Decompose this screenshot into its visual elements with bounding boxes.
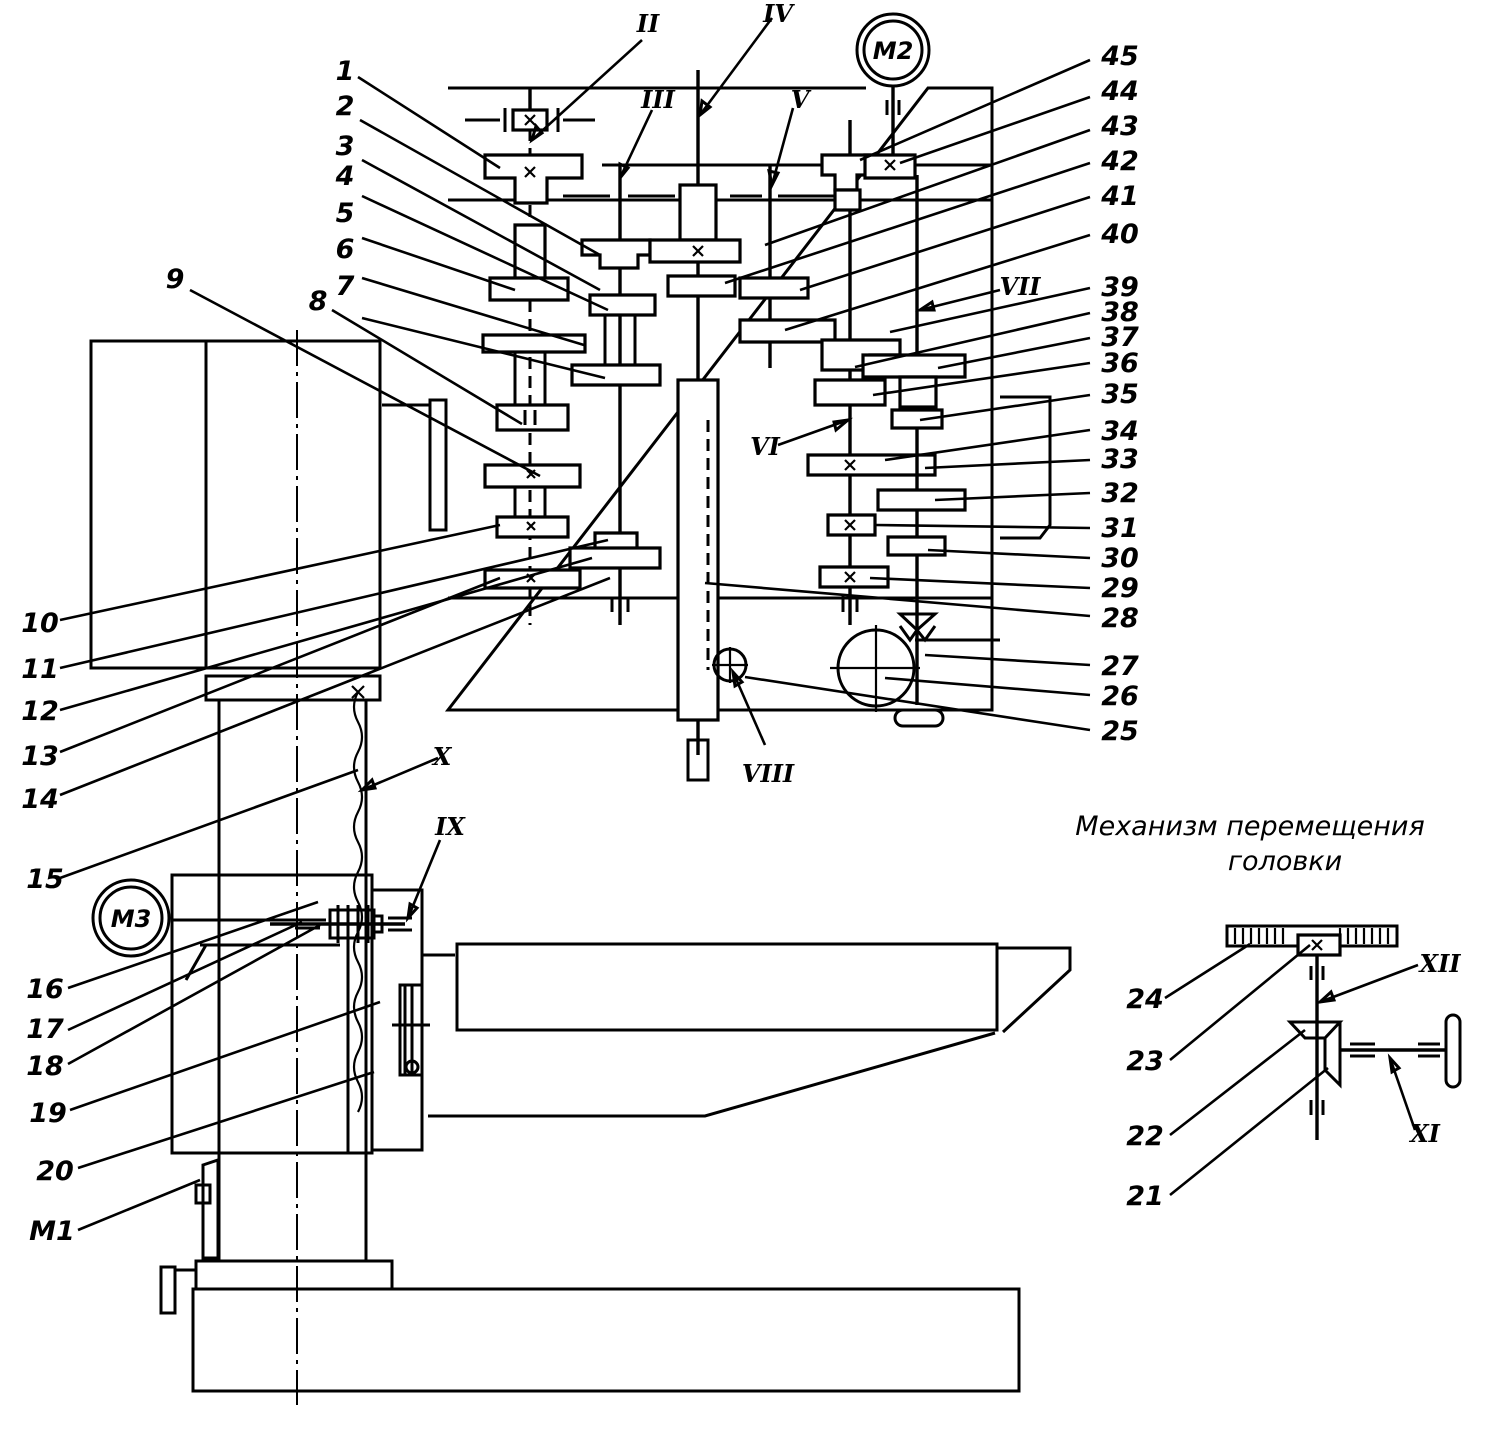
shaft-pointers xyxy=(357,17,1419,1131)
label-16: 16 xyxy=(26,974,64,1005)
label-9: 9 xyxy=(166,264,185,295)
leaders-right xyxy=(704,58,1091,732)
leaders-left-top xyxy=(189,75,609,478)
label-45: 45 xyxy=(1100,41,1139,72)
shaft-label-xi: XI xyxy=(1408,1119,1441,1148)
label-3: 3 xyxy=(336,131,355,162)
label-19: 19 xyxy=(29,1098,67,1129)
spindle-iv xyxy=(648,70,748,782)
head-traverse-mechanism xyxy=(1225,924,1462,1140)
label-24: 24 xyxy=(1126,984,1164,1015)
label-25: 25 xyxy=(1101,716,1139,747)
label-30: 30 xyxy=(1101,543,1139,574)
motor-m3-label: M3 xyxy=(111,905,152,933)
pulley-19-20 xyxy=(392,983,430,1077)
label-31: 31 xyxy=(1101,513,1139,544)
label-40: 40 xyxy=(1100,219,1139,250)
label-23: 23 xyxy=(1126,1046,1164,1077)
shaft-label-vi: VI xyxy=(750,432,781,461)
shaft-label-v: V xyxy=(791,85,812,114)
label-4: 4 xyxy=(335,161,355,192)
label-15: 15 xyxy=(26,864,64,895)
shaft-label-iv: IV xyxy=(762,0,795,28)
label-11: 11 xyxy=(21,654,59,685)
shaft-vii-train xyxy=(830,153,967,728)
label-28: 28 xyxy=(1101,603,1139,634)
shaft-label-xii: XII xyxy=(1417,949,1461,978)
label-18: 18 xyxy=(26,1051,64,1082)
label-13: 13 xyxy=(21,741,59,772)
label-12: 12 xyxy=(21,696,59,727)
shaft-label-ix: IX xyxy=(434,812,466,841)
caption-line-2: головки xyxy=(1228,846,1342,877)
shaft-iii-train xyxy=(563,165,675,625)
column-top-housing xyxy=(89,339,448,670)
shaft-label-ii: II xyxy=(636,9,660,38)
machine-base xyxy=(159,1259,1021,1393)
label-2: 2 xyxy=(336,91,355,122)
arm xyxy=(422,942,1072,1118)
caption-line-1: Механизм перемещения xyxy=(1075,811,1424,842)
label-5: 5 xyxy=(336,198,355,229)
label-37: 37 xyxy=(1101,322,1139,353)
shaft-vi-train xyxy=(806,120,937,625)
label-42: 42 xyxy=(1100,146,1139,177)
leaders-left-bottom xyxy=(67,900,381,1232)
m1-clamp xyxy=(194,1157,220,1260)
label-27: 27 xyxy=(1101,651,1139,682)
shaft-v-train xyxy=(730,165,838,368)
label-6: 6 xyxy=(336,234,355,265)
label-17: 17 xyxy=(26,1014,64,1045)
shaft-label-viii: VIII xyxy=(742,759,795,788)
label-14: 14 xyxy=(21,784,59,815)
lead-screw-x xyxy=(351,685,365,1113)
label-32: 32 xyxy=(1101,478,1139,509)
label-39: 39 xyxy=(1101,272,1139,303)
label-41: 41 xyxy=(1100,181,1139,212)
label-8: 8 xyxy=(309,286,328,317)
label-m1: M1 xyxy=(29,1216,75,1247)
label-38: 38 xyxy=(1101,297,1139,328)
leaders-left-mid xyxy=(59,523,611,880)
label-29: 29 xyxy=(1101,573,1139,604)
shaft-label-iii: III xyxy=(640,85,675,114)
shaft-label-vii: VII xyxy=(999,272,1041,301)
label-21: 21 xyxy=(1126,1181,1164,1212)
label-34: 34 xyxy=(1101,416,1139,447)
motor-m3: M3 xyxy=(91,878,171,958)
label-43: 43 xyxy=(1100,111,1139,142)
label-26: 26 xyxy=(1101,681,1139,712)
shaft-label-x: X xyxy=(431,742,453,771)
column xyxy=(204,330,382,1405)
label-44: 44 xyxy=(1100,76,1139,107)
label-33: 33 xyxy=(1101,444,1139,475)
motor-m2: M2 xyxy=(855,12,931,155)
leaders-inset xyxy=(1164,942,1329,1197)
label-20: 20 xyxy=(36,1156,74,1187)
label-7: 7 xyxy=(336,271,355,302)
label-10: 10 xyxy=(21,608,59,639)
label-35: 35 xyxy=(1101,379,1139,410)
motor-m2-label: M2 xyxy=(873,37,914,65)
label-36: 36 xyxy=(1101,348,1139,379)
label-22: 22 xyxy=(1126,1121,1164,1152)
label-1: 1 xyxy=(336,56,355,87)
